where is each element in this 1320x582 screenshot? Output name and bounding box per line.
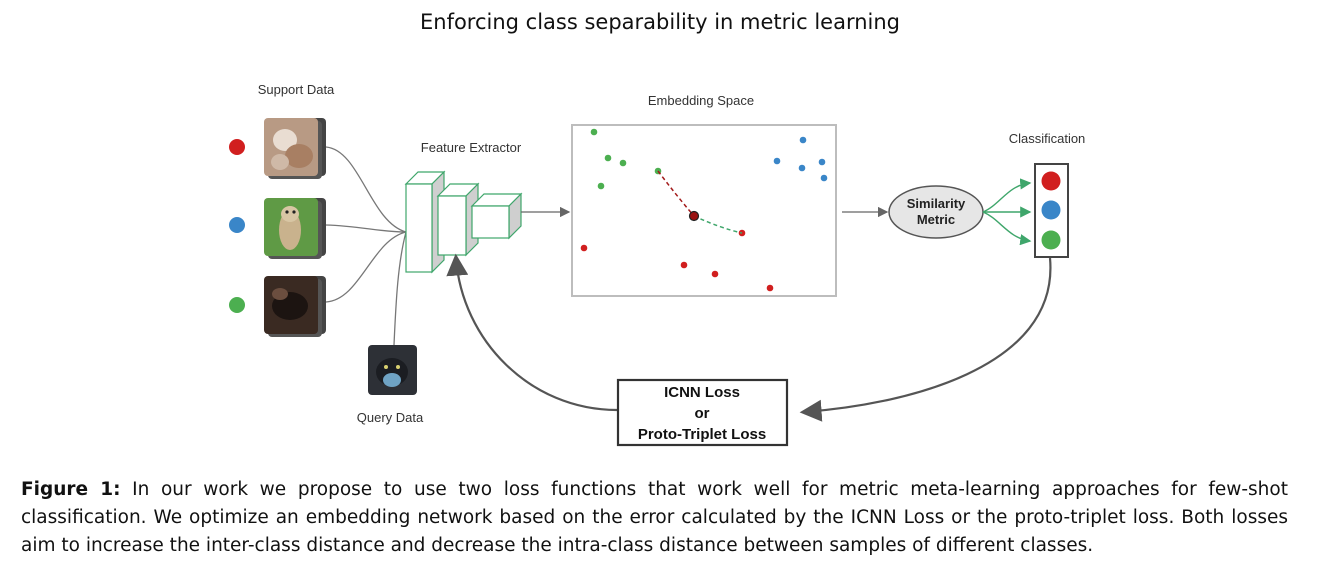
class-blue-dot (229, 217, 245, 233)
embedding-points (580, 128, 828, 292)
caption-text: In our work we propose to use two loss f… (21, 479, 1288, 556)
classification-to-loss-arrow (799, 257, 1052, 422)
embedding-space-box (571, 124, 837, 297)
loss-line2: or (695, 405, 710, 422)
support-data-label: Support Data (258, 82, 335, 97)
query-data-label: Query Data (357, 410, 424, 425)
method-diagram: Support Data Feature Extractor Embedding… (229, 82, 1086, 447)
classification-red (1041, 171, 1061, 191)
query-image (368, 345, 417, 395)
loss-line1: ICNN Loss (664, 384, 740, 401)
classification-green (1041, 230, 1061, 250)
loss-line3: Proto-Triplet Loss (638, 426, 766, 443)
support-image-dark-animal (264, 276, 326, 337)
feature-extractor-label: Feature Extractor (421, 140, 522, 155)
class-red-dot (229, 139, 245, 155)
loss-to-extractor-arrow (446, 253, 618, 412)
figure-title: Enforcing class separability in metric l… (419, 10, 901, 34)
embedding-space-label: Embedding Space (648, 93, 754, 108)
classification-label: Classification (1009, 131, 1086, 146)
classification-blue (1041, 200, 1061, 220)
feature-extractor (404, 170, 523, 274)
support-image-cat (264, 118, 326, 179)
similarity-metric-line2: Metric (917, 212, 955, 227)
loss-box (616, 378, 789, 447)
support-image-otter (264, 198, 326, 259)
caption-label: Figure 1: (21, 479, 121, 500)
classification-arrows (982, 178, 1032, 246)
similarity-metric-line1: Similarity (907, 196, 966, 211)
class-green-dot (229, 297, 245, 313)
figure-caption: Figure 1: In our work we propose to use … (21, 476, 1288, 560)
query-embedding-point (688, 210, 700, 222)
input-connectors (325, 146, 407, 346)
